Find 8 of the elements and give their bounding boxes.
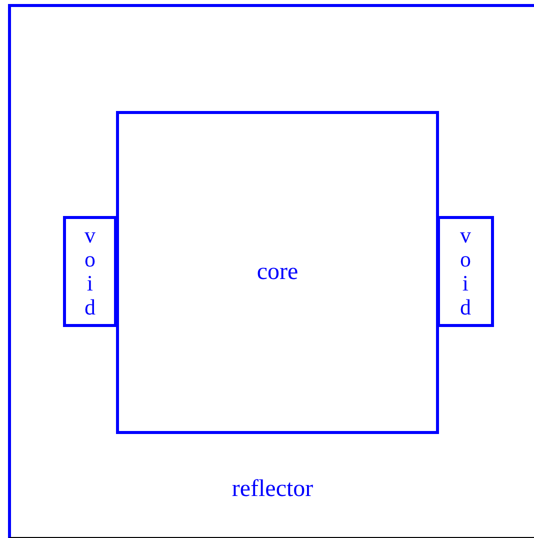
region-label: core — [256, 260, 298, 284]
void-box — [63, 216, 117, 327]
region-label: reflector — [232, 477, 314, 501]
void-box — [437, 216, 494, 327]
reflector-region — [8, 4, 534, 538]
core-box — [116, 111, 439, 434]
region-label: void — [459, 223, 472, 320]
region-label: void — [84, 223, 96, 320]
